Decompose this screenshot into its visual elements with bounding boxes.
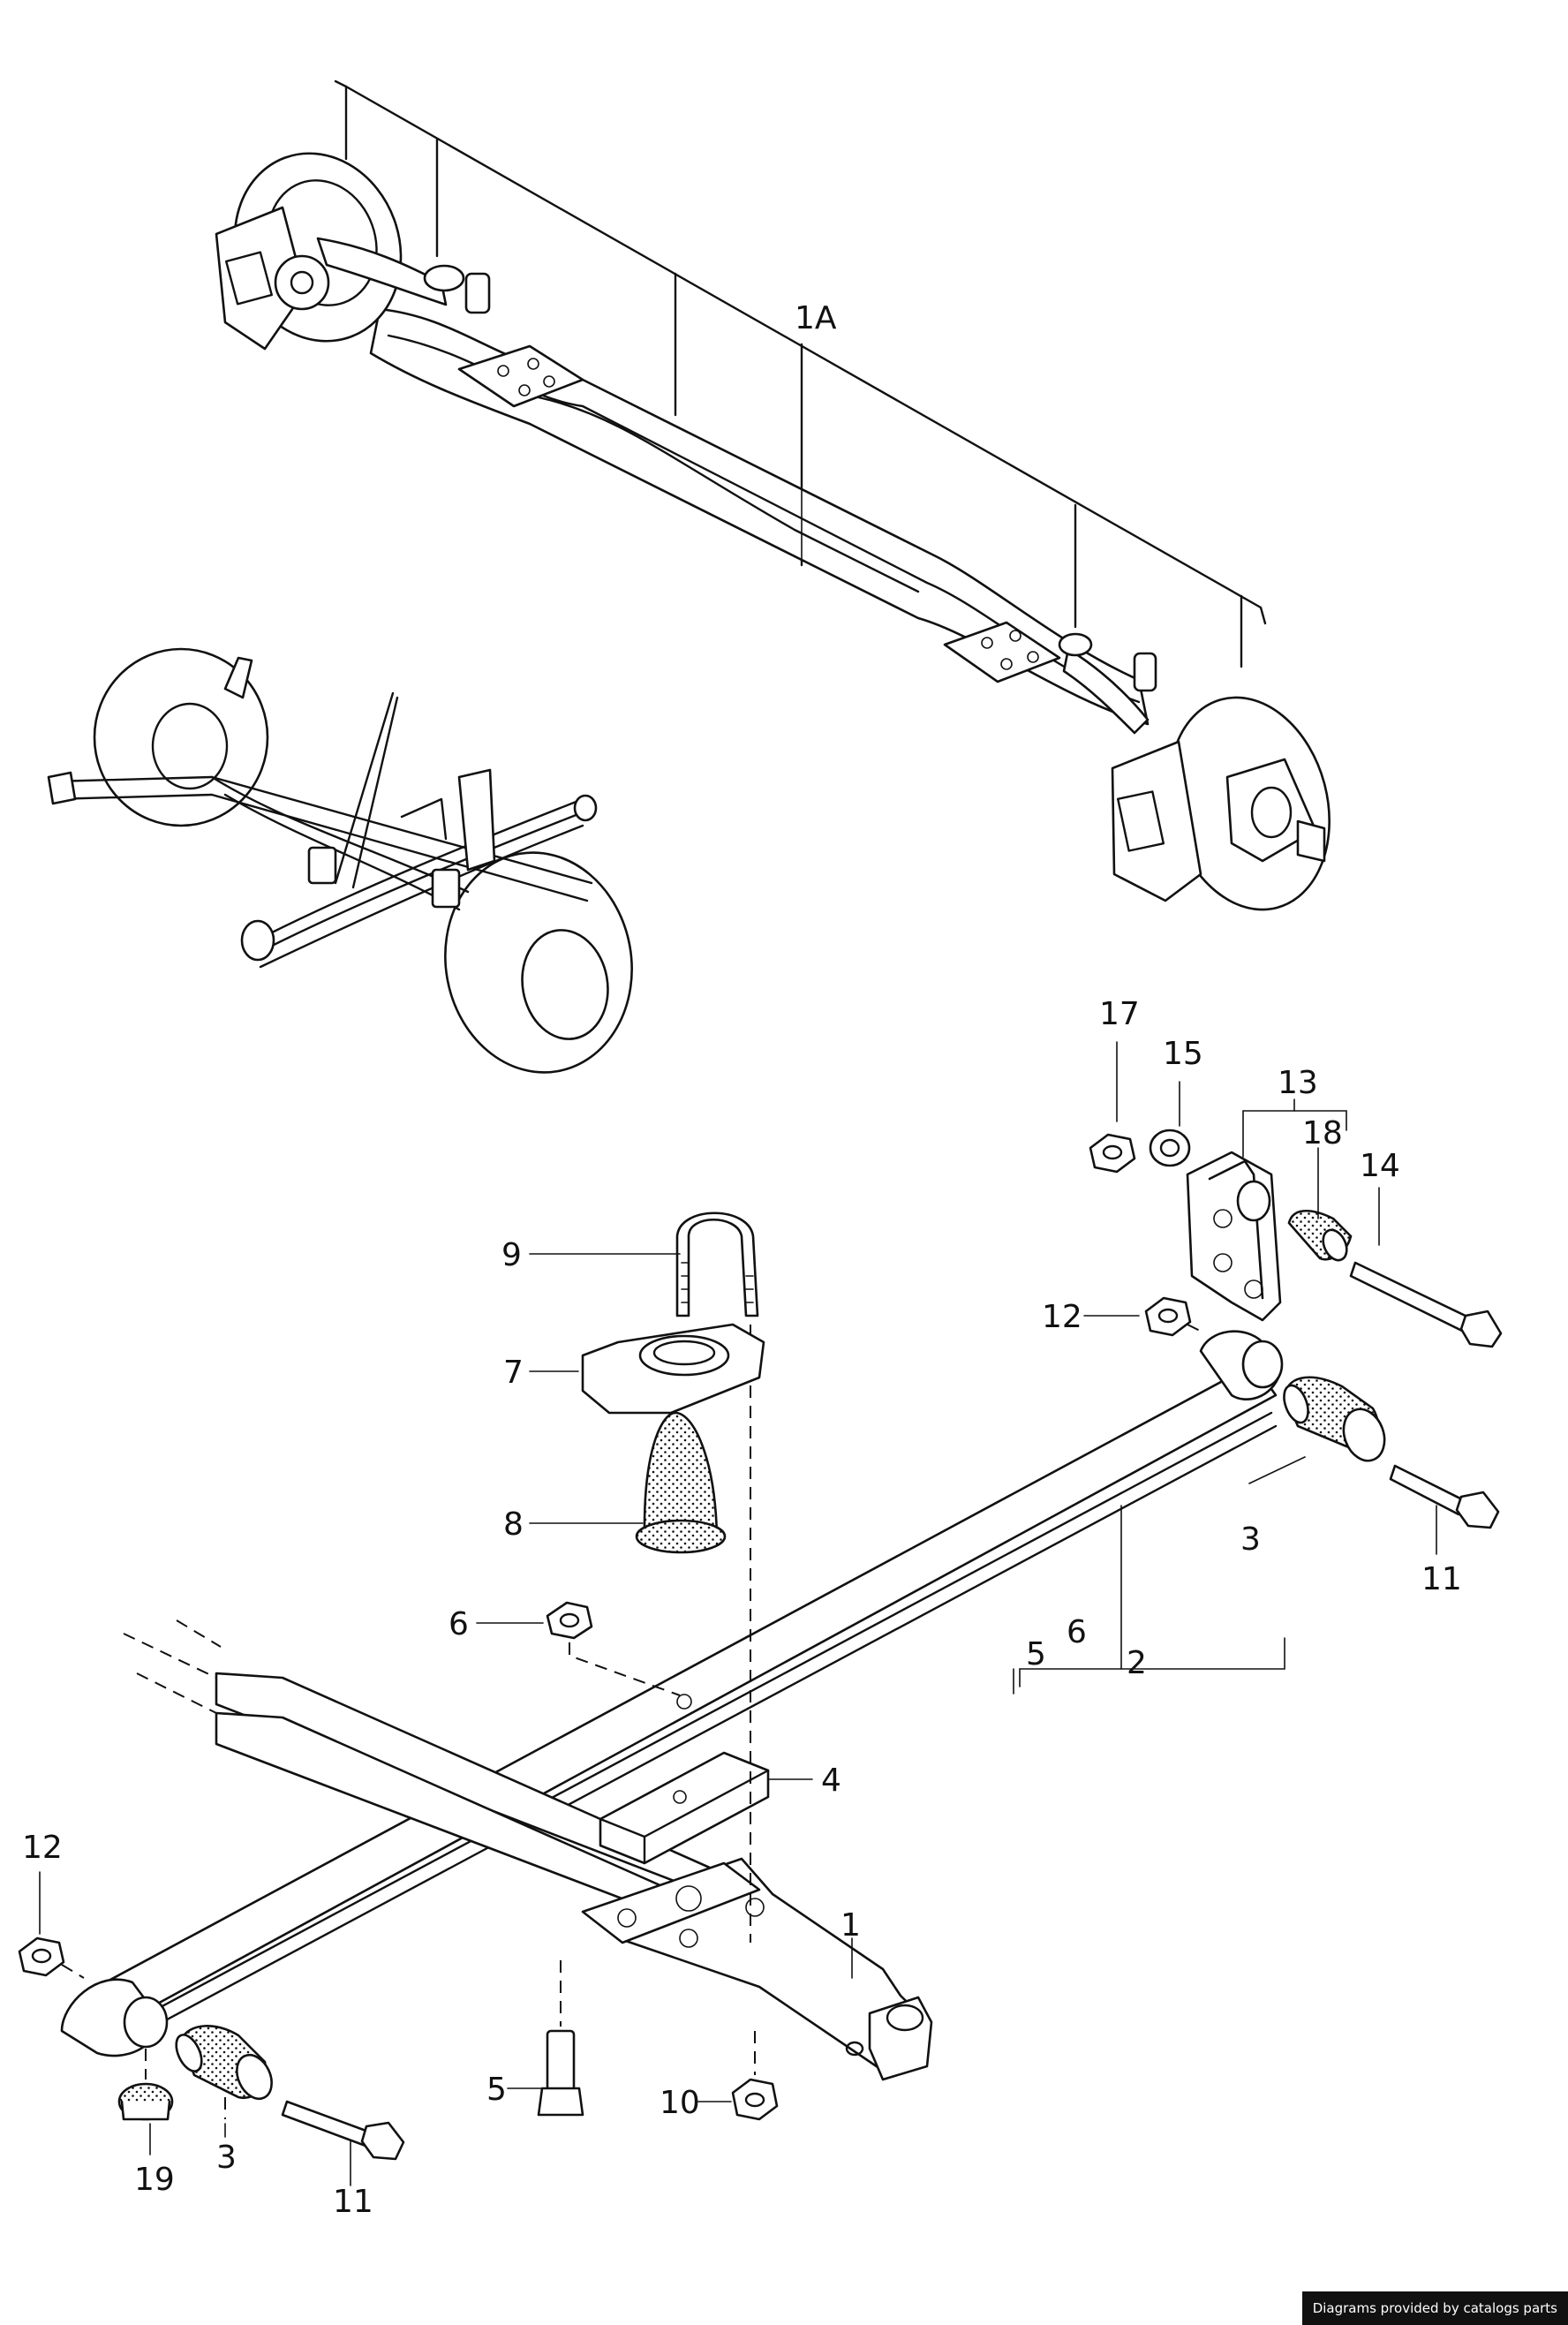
label-15: 15 <box>1163 1036 1203 1072</box>
label-6-group: 6 <box>1067 1614 1087 1650</box>
label-2: 2 <box>1127 1645 1147 1681</box>
axle-assembly-illustration <box>215 79 1331 911</box>
label-3-right: 3 <box>1240 1521 1261 1558</box>
label-1: 1 <box>841 1907 861 1944</box>
suspension-location-inset <box>47 647 633 1074</box>
label-5-group: 5 <box>1026 1636 1046 1672</box>
label-17: 17 <box>1099 996 1140 1032</box>
label-18: 18 <box>1302 1115 1343 1151</box>
label-6: 6 <box>449 1606 469 1642</box>
label-14: 14 <box>1360 1148 1400 1184</box>
label-9: 9 <box>501 1237 522 1273</box>
label-19: 19 <box>134 2162 175 2198</box>
exploded-parts-illustration <box>18 1129 1503 2161</box>
label-5: 5 <box>486 2072 507 2108</box>
label-12-upper: 12 <box>1042 1299 1082 1335</box>
callout-labels: 1A 17 15 13 18 14 9 12 7 8 3 11 6 5 6 2 … <box>22 300 1462 2220</box>
label-12-lower: 12 <box>22 1830 63 1866</box>
label-8: 8 <box>503 1506 524 1543</box>
leader-lines <box>39 343 1437 2186</box>
label-10: 10 <box>660 2085 700 2121</box>
label-1A: 1A <box>795 300 837 336</box>
label-7: 7 <box>503 1355 524 1391</box>
label-3-left: 3 <box>216 2140 237 2176</box>
credit-footer: Diagrams provided by catalogs parts <box>1301 2291 1568 2325</box>
label-11-left: 11 <box>333 2184 373 2220</box>
label-13: 13 <box>1278 1065 1318 1101</box>
label-11-right: 11 <box>1421 1561 1462 1597</box>
label-4: 4 <box>821 1763 841 1799</box>
